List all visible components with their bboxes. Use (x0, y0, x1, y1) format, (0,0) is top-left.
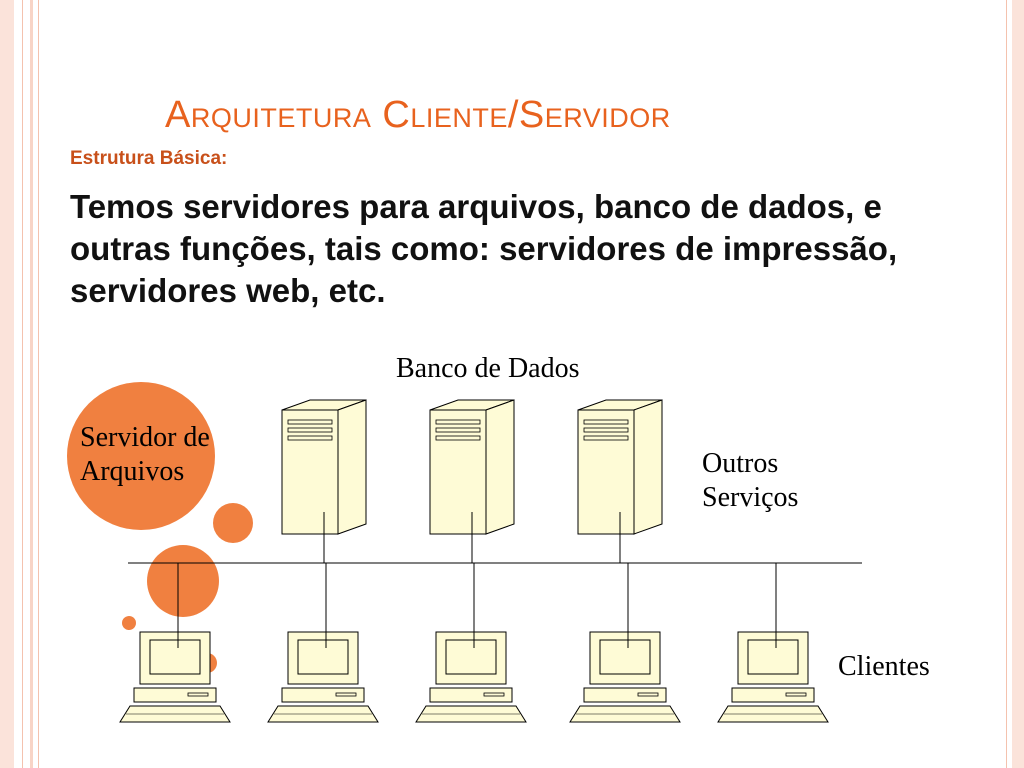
label-banco-de-dados: Banco de Dados (396, 353, 580, 384)
decor-stripe (0, 0, 14, 768)
label-outros-line1: Outros (702, 448, 779, 479)
decor-circle-large (67, 382, 215, 530)
client-computer-icon (717, 563, 829, 723)
client-computer-icon (415, 563, 527, 723)
decor-stripe (38, 0, 39, 768)
client-computer-icon (569, 563, 681, 723)
client-computer-icon (119, 563, 231, 723)
label-outros-line2: Serviços (702, 482, 799, 513)
label-servidor-line2: Arquivos (80, 456, 185, 487)
slide-body-text: Temos servidores para arquivos, banco de… (70, 188, 898, 309)
decor-circle-tiny (122, 616, 136, 630)
label-clientes: Clientes (838, 651, 930, 682)
decor-stripe (1006, 0, 1007, 768)
decor-stripe (1012, 0, 1024, 768)
decor-stripe (30, 0, 33, 768)
server-tower-icon (281, 399, 367, 563)
server-tower-icon (577, 399, 663, 563)
slide-title: Arquitetura Cliente/Servidor (165, 94, 671, 136)
decor-stripe (22, 0, 23, 768)
label-outros-servicos: Outros Serviços (702, 447, 798, 515)
client-computer-icon (267, 563, 379, 723)
slide-subtitle: Estrutura Básica: (70, 148, 228, 169)
label-servidor-de-arquivos: Servidor de Arquivos (80, 421, 210, 489)
decor-circle-small (213, 503, 253, 543)
decor-circle-medium (147, 545, 219, 617)
server-tower-icon (429, 399, 515, 563)
label-servidor-line1: Servidor de (80, 422, 210, 453)
